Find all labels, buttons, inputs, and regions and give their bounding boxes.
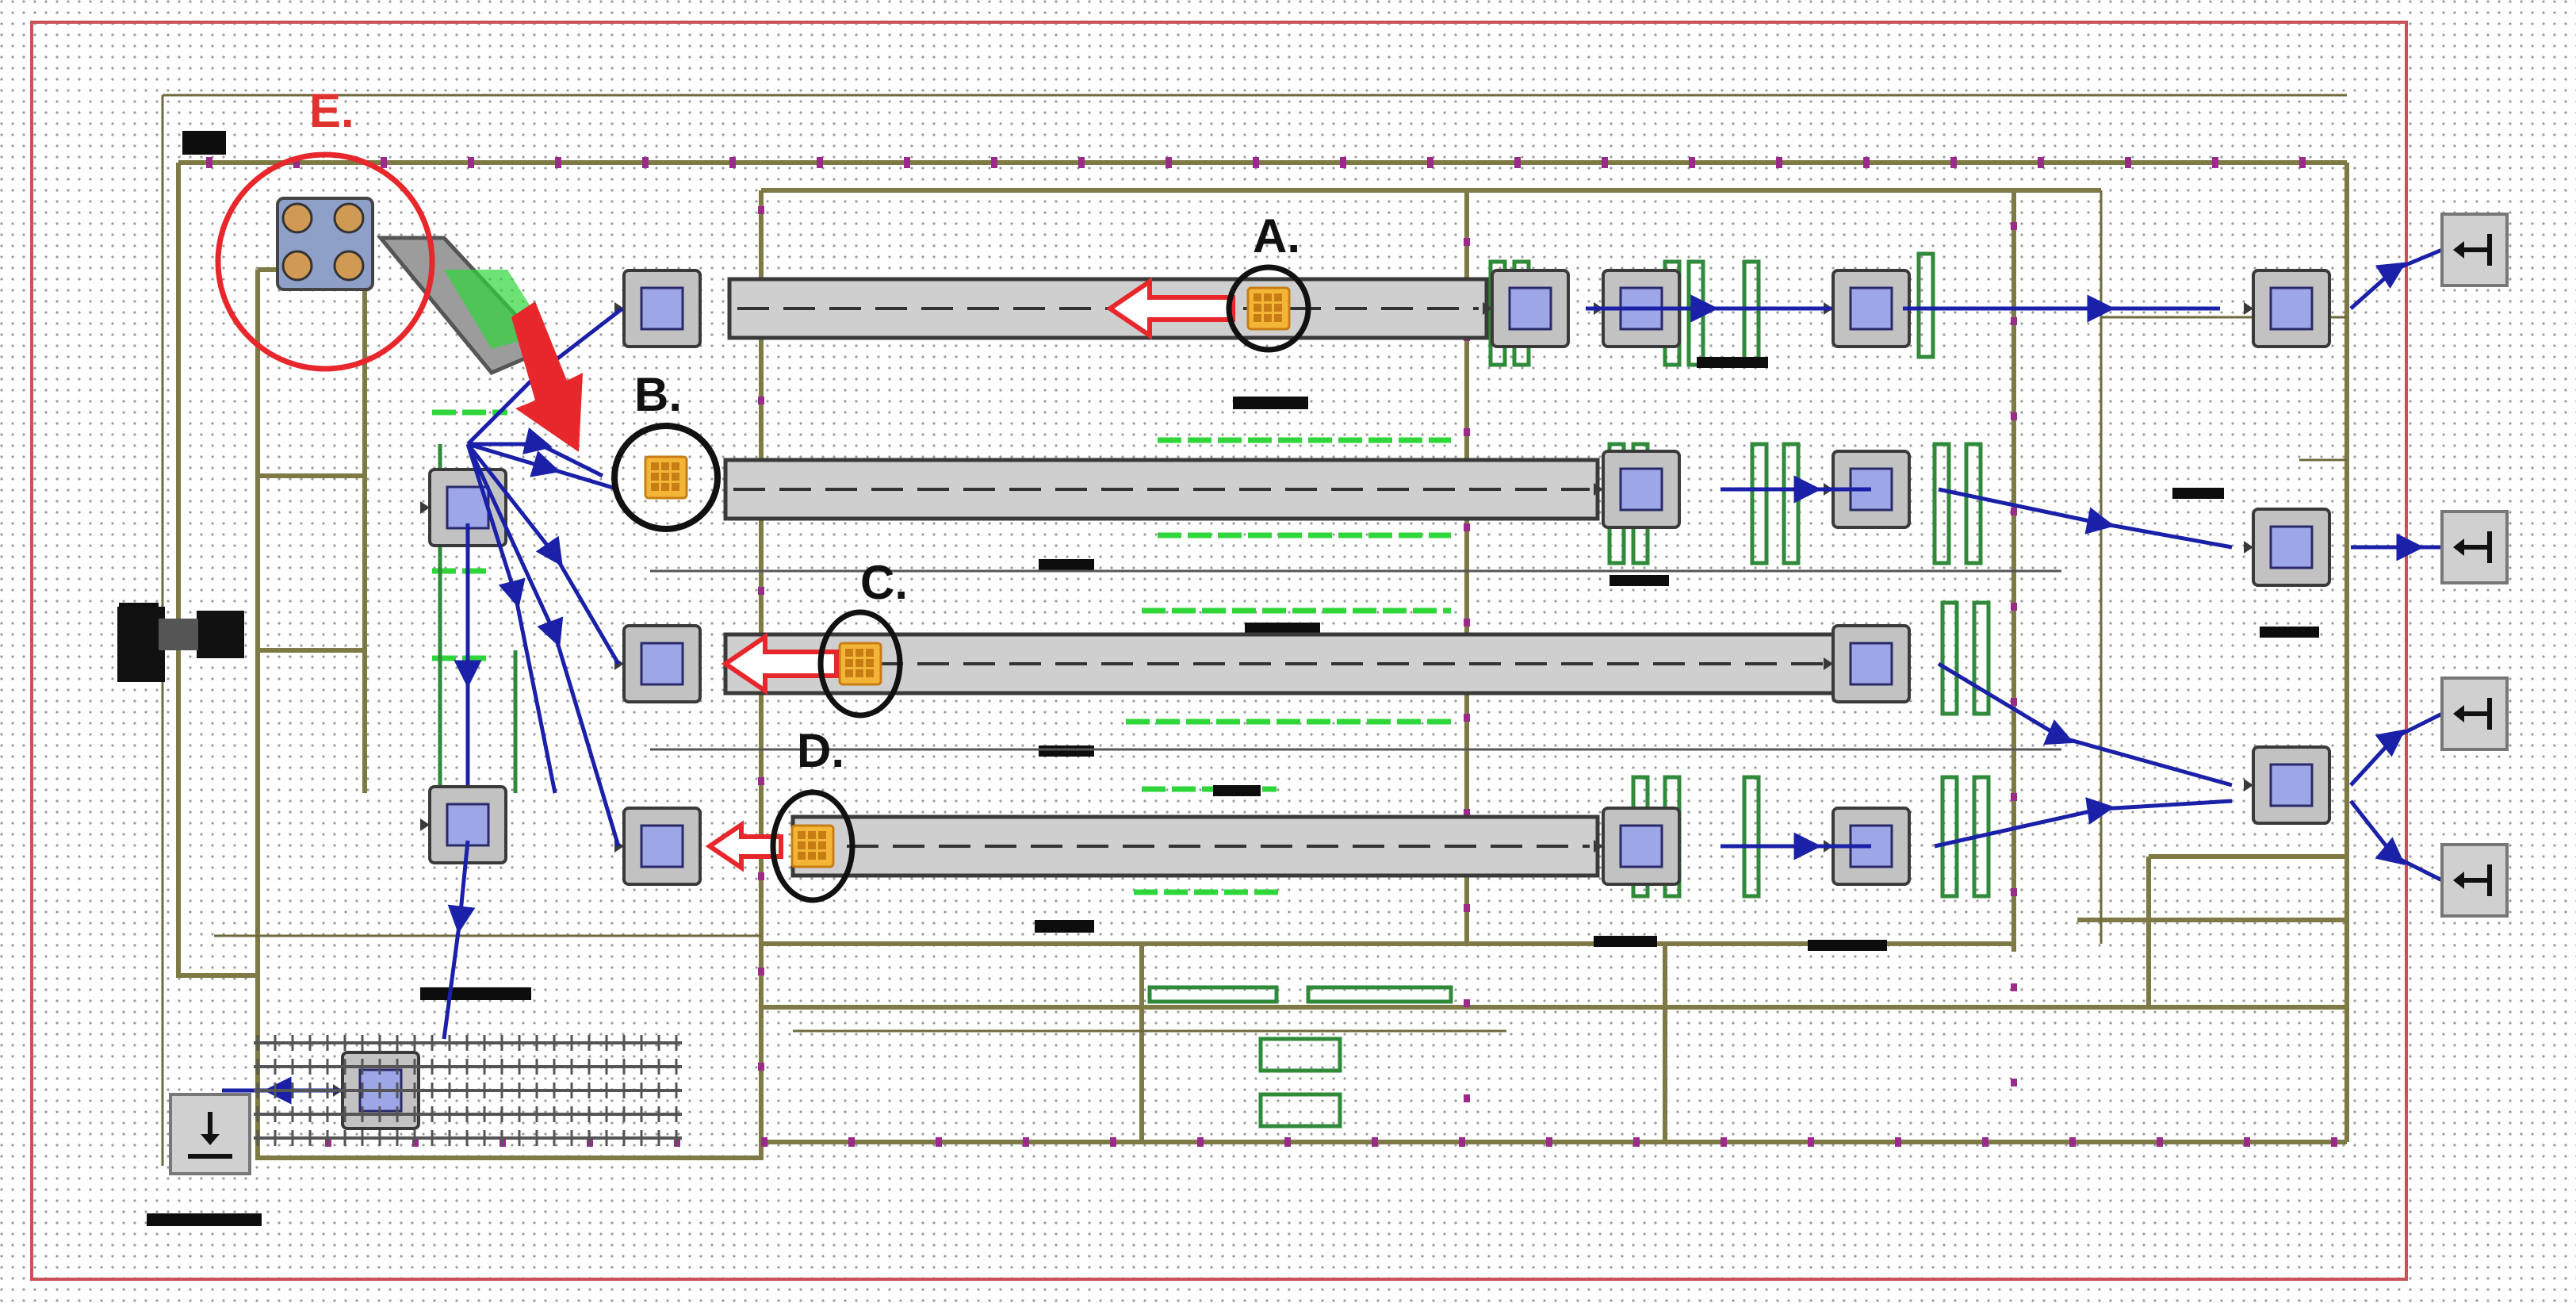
highlight-rings	[215, 151, 1311, 903]
workstation	[420, 785, 507, 864]
callout-labels: A. B. C. D. E.	[309, 84, 1300, 777]
callout-a: A.	[1253, 209, 1300, 263]
pallet	[644, 455, 688, 500]
workstation	[420, 468, 507, 547]
workstation	[1594, 450, 1681, 529]
outer-frame	[30, 21, 2408, 1281]
aisle-lines	[650, 569, 2061, 751]
hollow-arrow-d	[705, 820, 783, 872]
io-icons	[169, 213, 2509, 1175]
callout-e: E.	[309, 84, 354, 137]
workstation	[2244, 269, 2331, 348]
hollow-red-arrows	[705, 277, 1235, 872]
return-arrow-icon	[2440, 213, 2509, 287]
left-machine	[117, 607, 244, 682]
workstation	[614, 624, 702, 703]
workstation	[1483, 269, 1570, 348]
ring-e	[215, 151, 435, 372]
ring-c	[817, 609, 903, 719]
pallet	[838, 642, 882, 686]
pallet	[1246, 286, 1291, 331]
ring-a	[1226, 264, 1311, 353]
pallet	[790, 824, 835, 868]
solid-red-arrow-b	[511, 301, 583, 452]
workstation	[2244, 508, 2331, 587]
callout-b: B.	[634, 368, 682, 421]
workstation	[614, 807, 702, 886]
download-arrow-icon	[169, 1093, 251, 1175]
flow-lines	[222, 247, 2444, 1105]
workstation	[1824, 269, 1911, 348]
return-arrow-icon	[2440, 510, 2509, 584]
workstation	[2244, 745, 2331, 825]
hollow-arrow-a	[1105, 277, 1235, 340]
return-arrow-icon	[2440, 676, 2509, 751]
callout-d: D.	[797, 724, 844, 777]
rack-teeth	[256, 1035, 678, 1146]
callout-c: C.	[860, 556, 908, 609]
pallets	[644, 286, 1291, 868]
hollow-arrow-c	[721, 632, 839, 696]
workstation	[1594, 807, 1681, 886]
ring-d	[770, 789, 855, 903]
workstation	[614, 269, 702, 348]
wall-tick-marks	[206, 157, 2337, 1147]
black-label-plates	[119, 131, 2319, 1226]
ring-b	[611, 423, 721, 532]
workstation	[1824, 624, 1911, 703]
return-arrow-icon	[2440, 843, 2509, 918]
